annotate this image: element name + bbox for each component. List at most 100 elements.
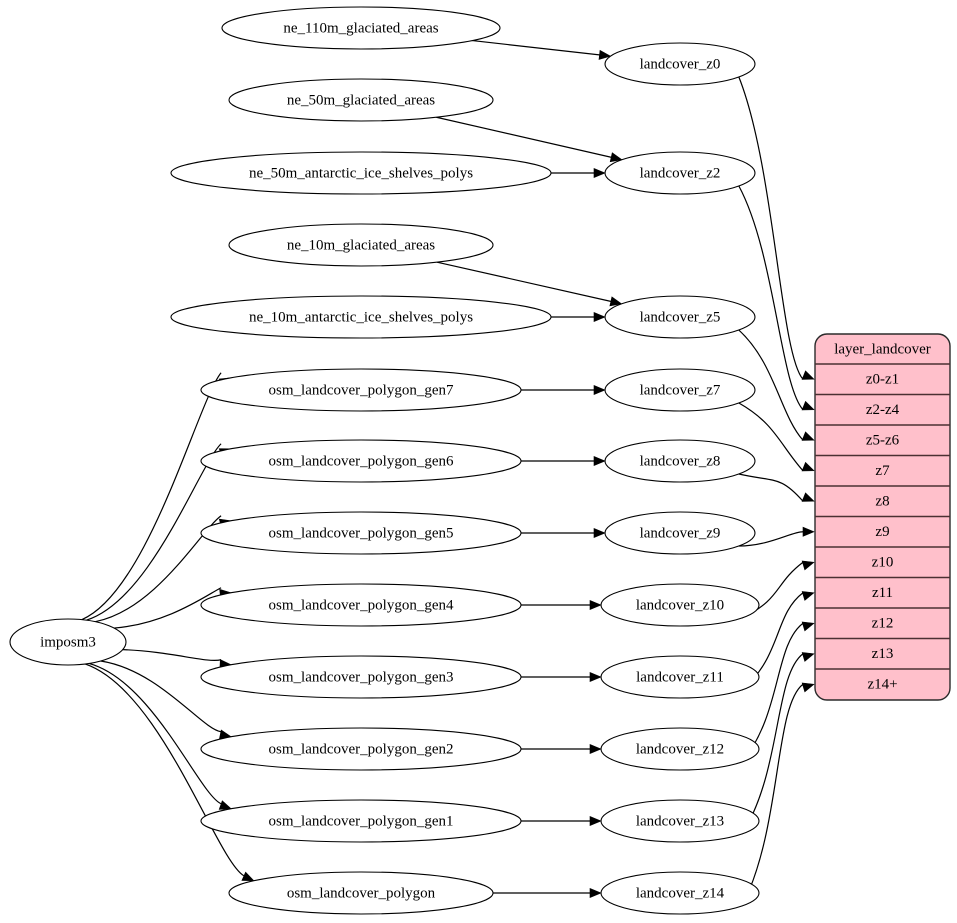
node-osm_landcover_polygon_gen1[interactable]: osm_landcover_polygon_gen1 xyxy=(200,799,522,843)
node-ne_110m_glaciated_areas[interactable]: ne_110m_glaciated_areas xyxy=(221,6,501,50)
view-node-ellipse xyxy=(604,511,756,555)
edge-imposm3-to-osm_landcover_polygon_gen4 xyxy=(114,587,222,629)
node-imposm3[interactable]: imposm3 xyxy=(9,618,127,666)
edge-imposm3-to-osm_landcover_polygon_gen3 xyxy=(122,649,222,661)
node-landcover_z9[interactable]: landcover_z9 xyxy=(604,511,756,555)
node-ne_10m_glaciated_areas[interactable]: ne_10m_glaciated_areas xyxy=(228,223,494,267)
source-node-ellipse xyxy=(9,618,127,666)
node-label: osm_landcover_polygon_gen2 xyxy=(269,741,454,757)
node-landcover_z5[interactable]: landcover_z5 xyxy=(604,295,756,339)
table-cell-label: z13 xyxy=(872,646,894,662)
source-node-ellipse xyxy=(200,583,522,627)
node-label: osm_landcover_polygon_gen7 xyxy=(269,382,454,398)
node-label: landcover_z7 xyxy=(640,382,721,398)
edge-landcover_z8-to-layer_landcover_z8-arrowhead xyxy=(801,492,815,502)
table-row[interactable]: z0-z1 xyxy=(815,364,950,395)
table-row[interactable]: z11 xyxy=(815,578,950,609)
edge-ne_110m_glaciated_areas-to-landcover_z0-arrowhead xyxy=(598,49,612,60)
edge-imposm3-to-osm_landcover_polygon_gen5 xyxy=(95,515,222,623)
view-node-ellipse xyxy=(604,151,756,195)
node-osm_landcover_polygon_gen7[interactable]: osm_landcover_polygon_gen7 xyxy=(200,368,522,412)
node-osm_landcover_polygon_gen2[interactable]: osm_landcover_polygon_gen2 xyxy=(200,727,522,771)
layer-landcover-header: layer_landcover xyxy=(834,341,931,357)
edge-osm_landcover_polygon_gen4-to-landcover_z10-arrowhead xyxy=(589,599,602,611)
node-label: landcover_z11 xyxy=(636,669,724,685)
table-row[interactable]: z7 xyxy=(815,456,950,487)
node-osm_landcover_polygon_gen6[interactable]: osm_landcover_polygon_gen6 xyxy=(200,439,522,483)
node-landcover_z12[interactable]: landcover_z12 xyxy=(600,727,760,771)
edge-osm_landcover_polygon-to-landcover_z14-arrowhead xyxy=(589,887,602,899)
node-label: ne_50m_antarctic_ice_shelves_polys xyxy=(249,165,473,181)
node-landcover_z2[interactable]: landcover_z2 xyxy=(604,151,756,195)
edge-ne_10m_glaciated_areas-to-landcover_z5-arrowhead xyxy=(609,296,623,307)
table-row[interactable]: z9 xyxy=(815,517,950,548)
edge-osm_landcover_polygon_gen2-to-landcover_z12-arrowhead xyxy=(589,743,602,755)
node-landcover_z11[interactable]: landcover_z11 xyxy=(600,655,760,699)
node-label: ne_110m_glaciated_areas xyxy=(283,20,438,36)
edge-imposm3-to-osm_landcover_polygon_gen1-arrowhead xyxy=(218,800,232,810)
edge-imposm3-to-osm_landcover_polygon_gen2 xyxy=(100,660,222,733)
edge-osm_landcover_polygon_gen5-to-landcover_z9-arrowhead xyxy=(593,527,606,539)
edge-osm_landcover_polygon_gen1-to-landcover_z13-arrowhead xyxy=(589,815,602,827)
node-osm_landcover_polygon_gen4[interactable]: osm_landcover_polygon_gen4 xyxy=(200,583,522,627)
table-row[interactable]: z13 xyxy=(815,639,950,670)
view-node-ellipse xyxy=(600,727,760,771)
node-label: ne_10m_antarctic_ice_shelves_polys xyxy=(249,309,473,325)
edge-landcover_z14-to-layer_landcover_z14_-arrowhead xyxy=(801,682,815,693)
view-node-ellipse xyxy=(600,871,760,915)
node-ne_50m_antarctic_ice_shelves_polys[interactable]: ne_50m_antarctic_ice_shelves_polys xyxy=(170,151,552,195)
node-osm_landcover_polygon_gen5[interactable]: osm_landcover_polygon_gen5 xyxy=(200,511,522,555)
table-row[interactable]: z14+ xyxy=(815,669,950,700)
source-node-ellipse xyxy=(170,151,552,195)
view-node-ellipse xyxy=(604,368,756,412)
view-node-ellipse xyxy=(600,799,760,843)
edge-landcover_z10-to-layer_landcover_z10-arrowhead xyxy=(801,560,815,571)
table-cell-label: z5-z6 xyxy=(866,433,900,449)
node-label: landcover_z2 xyxy=(640,165,721,181)
node-label: ne_50m_glaciated_areas xyxy=(287,92,435,108)
table-cell-label: z2-z4 xyxy=(866,402,900,418)
node-label: osm_landcover_polygon_gen1 xyxy=(269,813,454,829)
edge-landcover_z9-to-layer_landcover_z9 xyxy=(738,531,804,547)
node-landcover_z0[interactable]: landcover_z0 xyxy=(604,42,756,86)
edge-ne_50m_antarctic_ice_shelves_polys-to-landcover_z2-arrowhead xyxy=(593,167,606,179)
edge-landcover_z7-to-layer_landcover_z7 xyxy=(738,402,804,472)
source-node-ellipse xyxy=(221,6,501,50)
node-osm_landcover_polygon[interactable]: osm_landcover_polygon xyxy=(228,871,494,915)
node-ne_50m_glaciated_areas[interactable]: ne_50m_glaciated_areas xyxy=(228,78,494,122)
table-row[interactable]: z12 xyxy=(815,608,950,639)
edge-osm_landcover_polygon_gen3-to-landcover_z11-arrowhead xyxy=(589,671,602,683)
node-label: osm_landcover_polygon_gen3 xyxy=(269,669,454,685)
table-cell-label: z12 xyxy=(872,616,894,632)
edge-osm_landcover_polygon_gen7-to-landcover_z7-arrowhead xyxy=(593,384,606,396)
source-node-ellipse xyxy=(200,799,522,843)
edge-ne_50m_glaciated_areas-to-landcover_z2-arrowhead xyxy=(609,152,623,163)
source-node-ellipse xyxy=(200,439,522,483)
node-label: ne_10m_glaciated_areas xyxy=(287,237,435,253)
nodes-layer: imposm3 ne_110m_glaciated_areas ne_50m_gla… xyxy=(9,6,760,915)
edge-ne_10m_glaciated_areas-to-landcover_z5 xyxy=(436,261,612,303)
node-landcover_z14[interactable]: landcover_z14 xyxy=(600,871,760,915)
table-cell-label: z9 xyxy=(875,524,889,540)
table-row[interactable]: z5-z6 xyxy=(815,425,950,456)
node-landcover_z13[interactable]: landcover_z13 xyxy=(600,799,760,843)
edge-landcover_z0-to-layer_landcover_z0-z1 xyxy=(738,76,804,380)
edge-landcover_z2-to-layer_landcover_z2-z4 xyxy=(738,185,804,411)
table-row[interactable]: z2-z4 xyxy=(815,395,950,426)
node-osm_landcover_polygon_gen3[interactable]: osm_landcover_polygon_gen3 xyxy=(200,655,522,699)
node-landcover_z8[interactable]: landcover_z8 xyxy=(604,439,756,483)
table-cell-label: z11 xyxy=(872,585,893,601)
view-node-ellipse xyxy=(604,42,756,86)
edge-imposm3-to-osm_landcover_polygon xyxy=(84,663,245,877)
node-landcover_z7[interactable]: landcover_z7 xyxy=(604,368,756,412)
edge-landcover_z9-to-layer_landcover_z9-arrowhead xyxy=(802,526,815,537)
table-row[interactable]: z8 xyxy=(815,486,950,517)
node-landcover_z10[interactable]: landcover_z10 xyxy=(600,583,760,627)
edge-landcover_z2-to-layer_landcover_z2-z4-arrowhead xyxy=(801,400,815,411)
edge-ne_50m_glaciated_areas-to-landcover_z2 xyxy=(436,116,613,159)
table-row[interactable]: z10 xyxy=(815,547,950,578)
node-ne_10m_antarctic_ice_shelves_polys[interactable]: ne_10m_antarctic_ice_shelves_polys xyxy=(170,295,552,339)
